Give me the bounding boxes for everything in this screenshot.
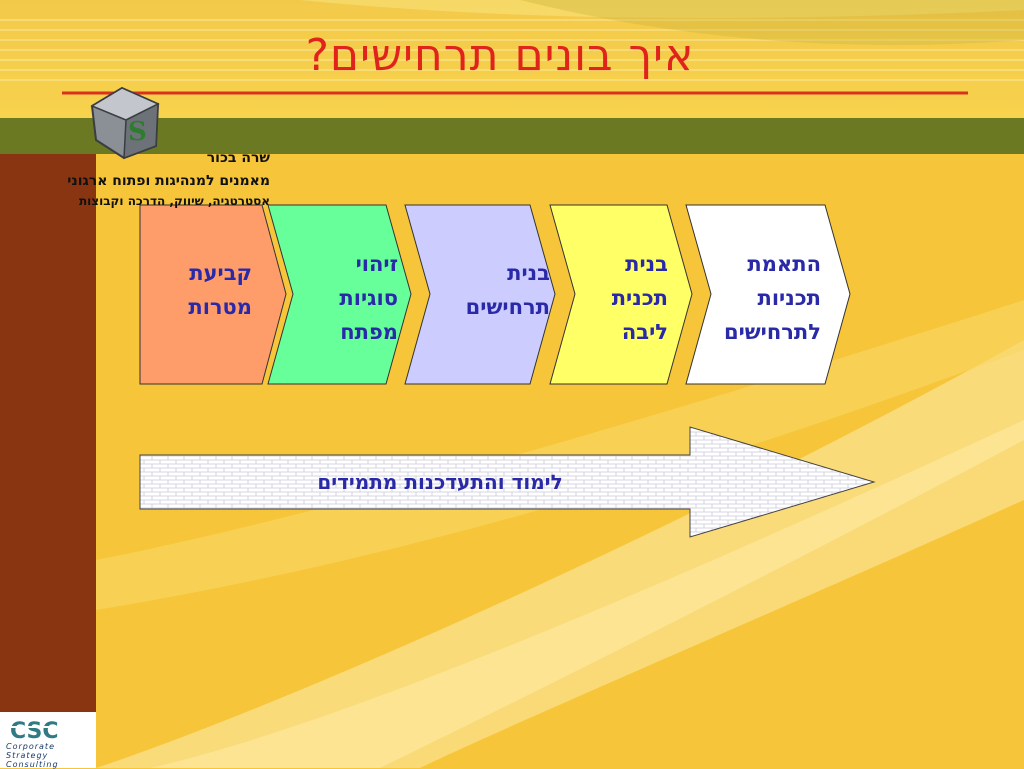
step-4-label: בנית תכנית ליבה: [611, 252, 668, 344]
arrow-label: לימוד והתעדכנות מתמידים: [317, 470, 563, 494]
step-chevron-5: [685, 204, 851, 385]
step-chevron-4: [549, 204, 693, 385]
step-3-label: בנית תרחישים: [465, 261, 550, 319]
step-2-label: זיהוי סוגיות מפתח: [339, 252, 398, 344]
author-tagline: אסטרטגיה, שיווק, הדרכה וקבוצות: [78, 194, 270, 208]
logo-caption: Corporate Strategy Consulting: [6, 742, 59, 769]
step-chevron-2: [267, 204, 412, 385]
csc-logo-icon: CSC: [10, 716, 70, 744]
step-chevron-1: [139, 204, 287, 385]
step-chevron-3: [404, 204, 556, 385]
svg-text:S: S: [128, 117, 147, 147]
svg-text:CSC: CSC: [10, 719, 59, 744]
author-role: מאמנים למנהיגות ופתוח ארגוני: [67, 173, 270, 189]
author-block: שרה בכור מאמנים למנהיגות ופתוח ארגוני אס…: [0, 147, 270, 209]
slide-title: איך בונים תרחישים?: [305, 30, 695, 81]
cube-logo-icon: S: [90, 86, 160, 160]
continuous-learning-arrow: [139, 426, 876, 538]
author-name: שרה בכור: [206, 150, 270, 166]
step-5-label: התאמת תכניות לתרחישים: [723, 252, 821, 344]
step-1-label: קביעת מטרות: [188, 261, 252, 319]
